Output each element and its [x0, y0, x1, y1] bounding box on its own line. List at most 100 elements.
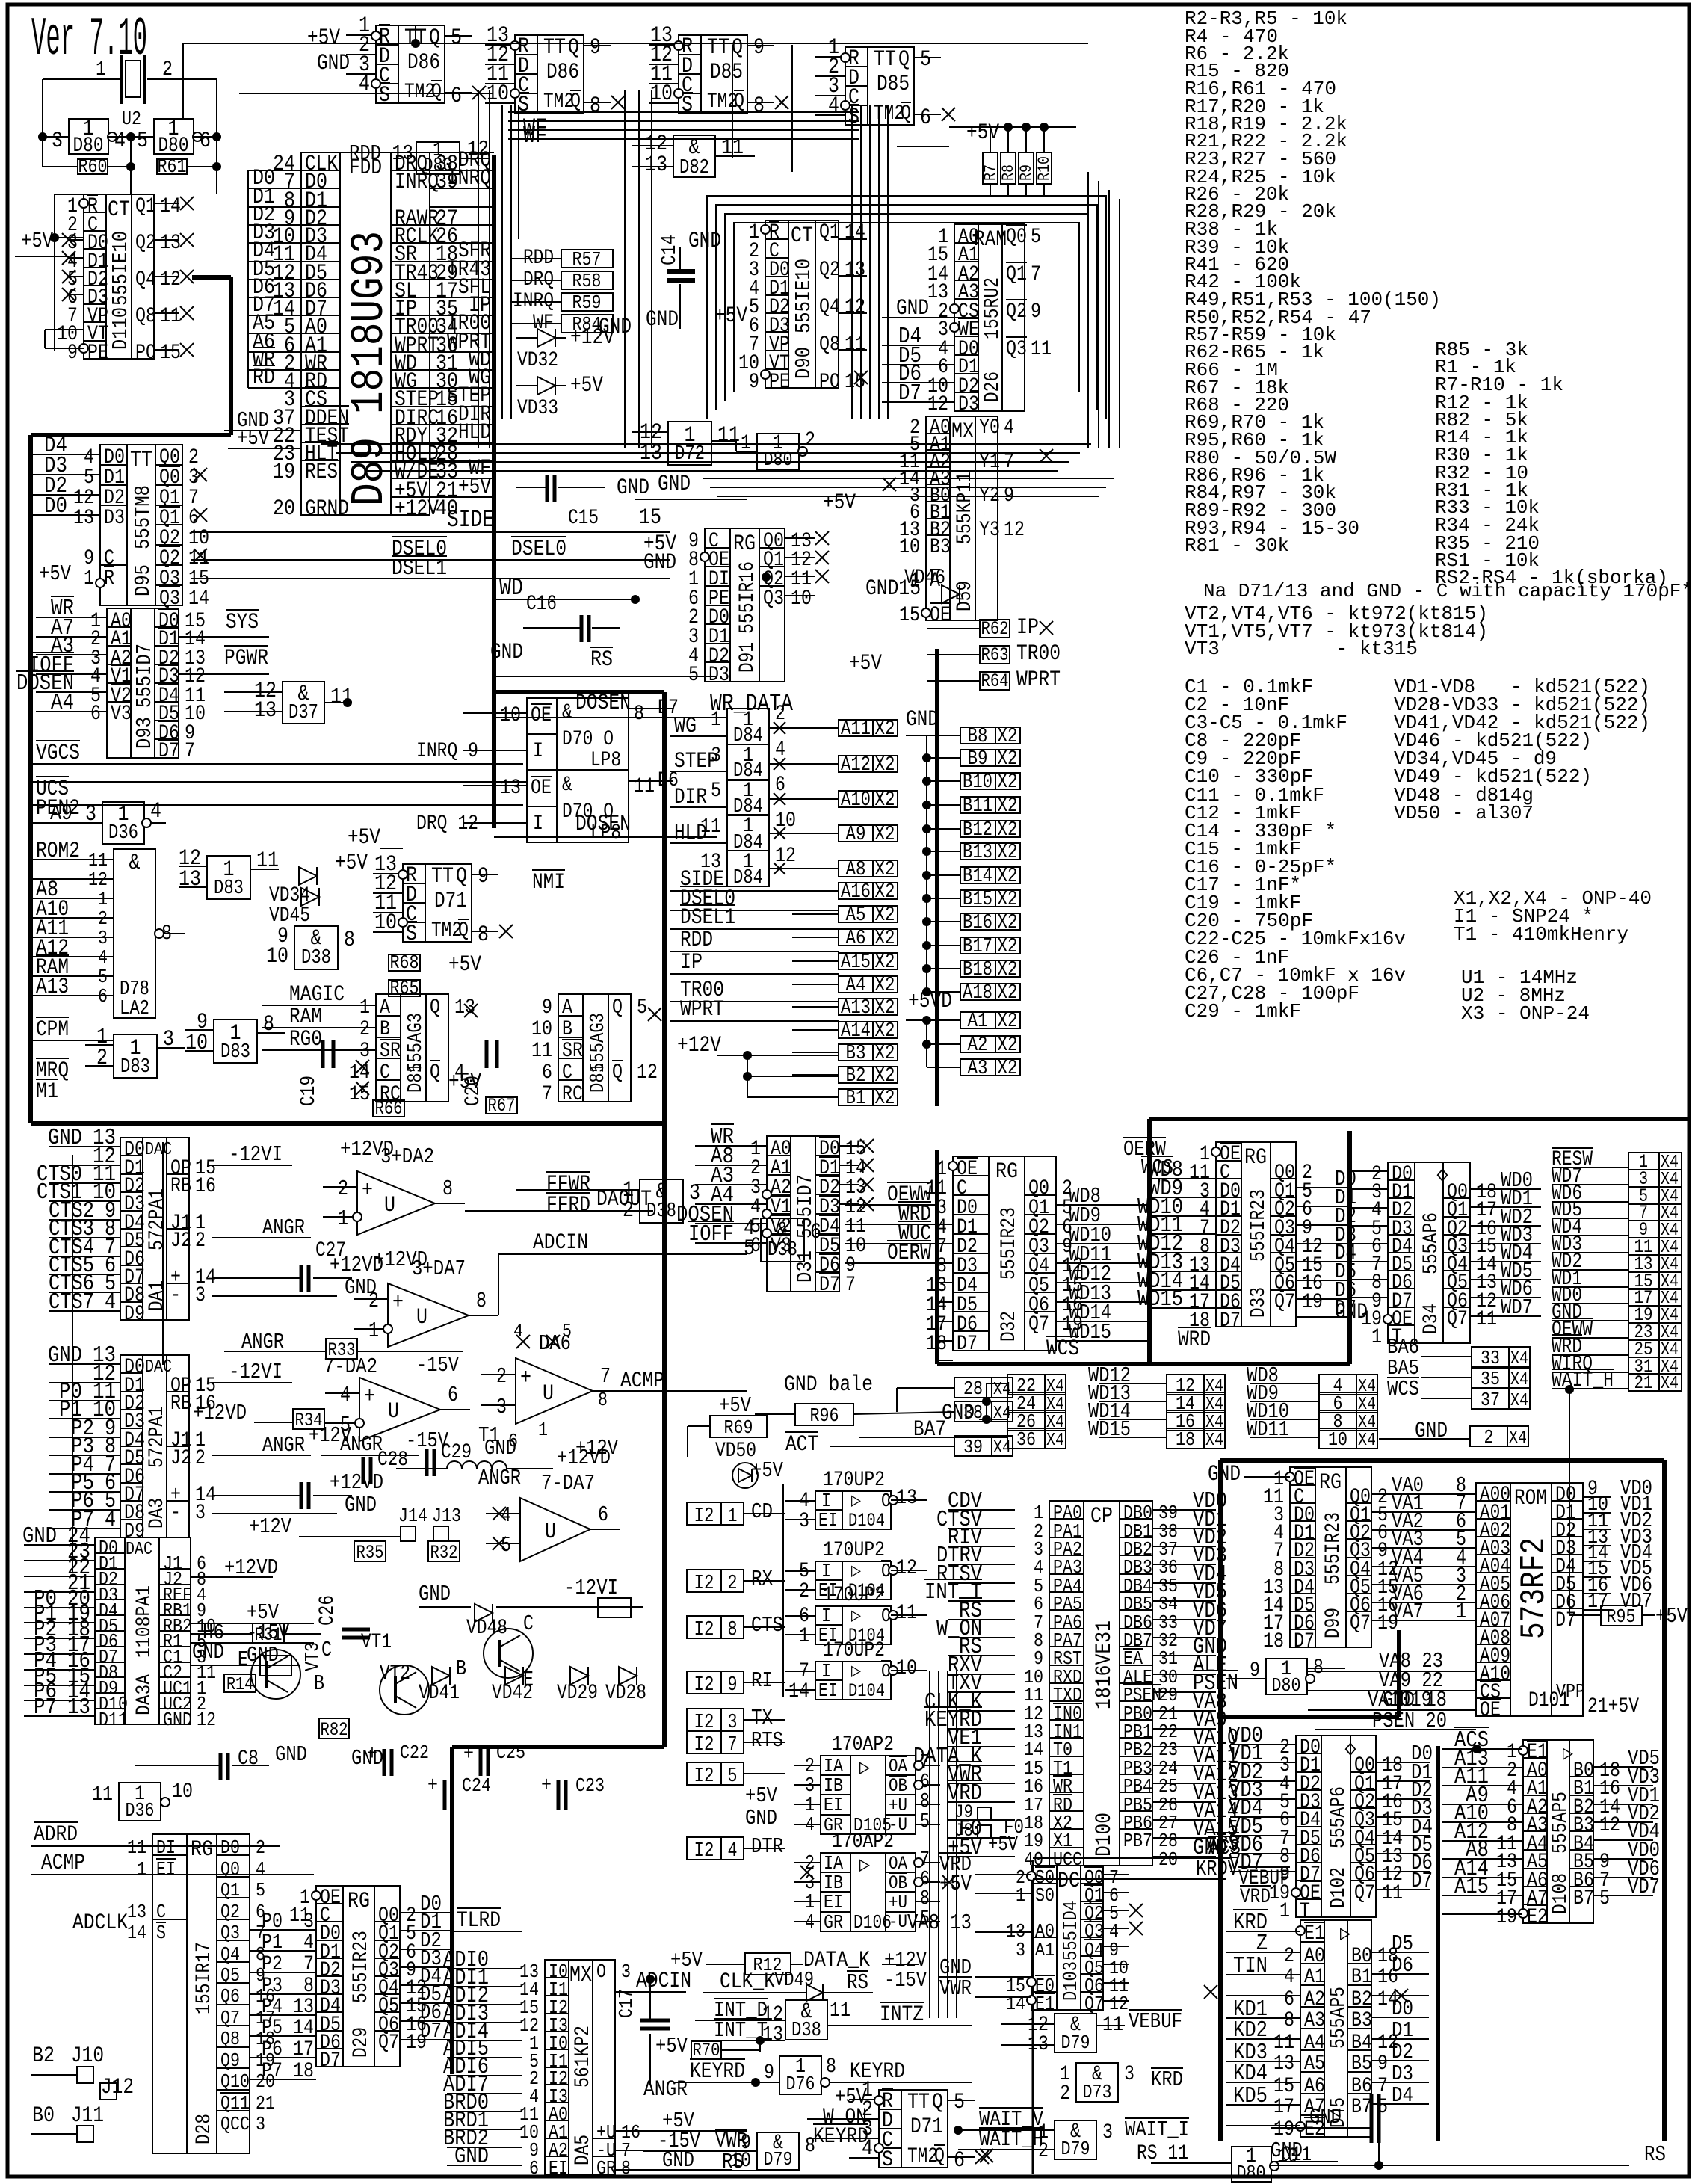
- svg-text:D37: D37: [288, 702, 318, 724]
- svg-text:Q4: Q4: [1274, 1236, 1295, 1259]
- svg-text:RAM: RAM: [36, 955, 69, 981]
- svg-text:R21,R22 - 2.2k: R21,R22 - 2.2k: [1185, 130, 1347, 152]
- svg-text:D1: D1: [305, 188, 327, 214]
- svg-text:11: 11: [185, 685, 206, 708]
- svg-text:A11: A11: [36, 916, 69, 942]
- svg-text:C22-C25 - 10mkFx16v: C22-C25 - 10mkFx16v: [1185, 928, 1406, 950]
- svg-text:5: 5: [920, 47, 931, 73]
- svg-text:VD49 - kd521(522): VD49 - kd521(522): [1394, 765, 1592, 788]
- svg-text:X2: X2: [875, 1088, 895, 1110]
- svg-text:D82: D82: [679, 157, 709, 179]
- svg-text:D6: D6: [253, 275, 275, 300]
- svg-text:3: 3: [256, 2113, 265, 2135]
- svg-text:RS 11: RS 11: [1137, 2142, 1188, 2165]
- svg-text:2: 2: [496, 1364, 507, 1389]
- svg-text:Q5: Q5: [1028, 1274, 1049, 1298]
- svg-text:VT: VT: [769, 352, 790, 375]
- svg-text:GND: GND: [1208, 1462, 1241, 1487]
- svg-text:Y3: Y3: [979, 519, 1000, 542]
- svg-text:D7: D7: [158, 740, 179, 763]
- svg-text:WD14: WD14: [1137, 1268, 1183, 1295]
- svg-text:+U: +U: [889, 1795, 907, 1816]
- svg-text:D5: D5: [898, 343, 921, 369]
- svg-text:+: +: [541, 1774, 552, 1798]
- svg-text:1: 1: [938, 226, 948, 249]
- svg-text:OA: OA: [889, 1756, 907, 1777]
- svg-text:5: 5: [1599, 1887, 1610, 1910]
- svg-text:R59: R59: [572, 291, 602, 314]
- svg-text:X2: X2: [875, 824, 895, 846]
- svg-text:6: 6: [1062, 1216, 1072, 1239]
- svg-text:D4: D4: [957, 1274, 978, 1298]
- svg-text:12: 12: [645, 132, 667, 157]
- svg-text:11: 11: [845, 333, 865, 357]
- svg-text:1: 1: [936, 1158, 947, 1181]
- svg-text:555AG3: 555AG3: [405, 1013, 427, 1073]
- svg-text:Q6: Q6: [1447, 1290, 1468, 1313]
- svg-text:RG: RG: [1244, 1145, 1267, 1170]
- svg-text:A: A: [380, 996, 390, 1019]
- svg-text:B1: B1: [930, 502, 951, 525]
- svg-text:GND: GND: [1335, 1300, 1368, 1325]
- svg-text:U: U: [384, 1193, 395, 1218]
- svg-text:D84: D84: [733, 867, 763, 889]
- svg-text:A1: A1: [771, 1157, 791, 1180]
- svg-text:Q3: Q3: [1028, 1236, 1049, 1259]
- svg-text:H6: H6: [203, 1620, 224, 1645]
- svg-text:VD42: VD42: [492, 1682, 533, 1705]
- svg-text:4: 4: [303, 1931, 314, 1955]
- svg-text:6: 6: [750, 1235, 761, 1258]
- svg-text:I2: I2: [694, 1765, 714, 1788]
- svg-text:P1: P1: [262, 1931, 283, 1955]
- svg-text:R66: R66: [375, 1098, 403, 1120]
- svg-text:ADCIN: ADCIN: [533, 1230, 588, 1256]
- svg-text:R64: R64: [981, 670, 1009, 692]
- svg-text:GND: GND: [275, 1742, 307, 1767]
- svg-text:14: 14: [788, 1680, 809, 1703]
- svg-text:1: 1: [83, 117, 94, 142]
- svg-text:RG: RG: [733, 531, 756, 557]
- svg-text:D80: D80: [1237, 2162, 1266, 2184]
- svg-text:D4: D4: [1392, 1236, 1413, 1259]
- svg-text:R85 - 3k: R85 - 3k: [1435, 339, 1528, 361]
- svg-text:7: 7: [67, 305, 78, 328]
- svg-text:VD50: VD50: [715, 1440, 756, 1463]
- svg-text:ACMP: ACMP: [620, 1369, 664, 1394]
- svg-text:5: 5: [1302, 1180, 1312, 1203]
- svg-text:6: 6: [910, 502, 920, 525]
- svg-text:12: 12: [1599, 1814, 1620, 1837]
- svg-text:13: 13: [762, 2023, 783, 2046]
- svg-text:R16,R61 - 470: R16,R61 - 470: [1185, 78, 1336, 100]
- svg-text:17: 17: [436, 279, 458, 304]
- svg-text:GND: GND: [22, 1523, 57, 1549]
- svg-text:-: -: [170, 1284, 181, 1307]
- svg-text:9: 9: [1031, 300, 1041, 324]
- svg-text:Q: Q: [570, 90, 581, 114]
- svg-text:D79: D79: [764, 2148, 793, 2171]
- svg-text:D6: D6: [1335, 1278, 1356, 1303]
- svg-text:D106: D106: [853, 1911, 892, 1934]
- svg-text:C: C: [562, 1061, 572, 1085]
- svg-text:D28: D28: [193, 2114, 216, 2144]
- svg-text:18: 18: [926, 1333, 947, 1356]
- svg-text:1: 1: [688, 568, 699, 591]
- svg-text:WD11: WD11: [1247, 1417, 1289, 1442]
- svg-text:X4: X4: [1046, 1431, 1064, 1451]
- svg-text:3: 3: [689, 1181, 700, 1206]
- svg-text:7: 7: [185, 740, 195, 763]
- svg-text:R81 - 30k: R81 - 30k: [1185, 534, 1289, 557]
- svg-text:A9: A9: [846, 824, 866, 846]
- svg-text:R95,R60 - 1k: R95,R60 - 1k: [1185, 429, 1324, 451]
- svg-text:P0: P0: [262, 1910, 283, 1934]
- svg-text:1: 1: [538, 1419, 548, 1441]
- svg-text:13: 13: [185, 647, 206, 670]
- svg-text:+12VD: +12VD: [374, 1247, 427, 1272]
- svg-text:11: 11: [830, 1999, 850, 2023]
- svg-text:D7: D7: [1335, 1296, 1356, 1321]
- svg-text:B0: B0: [32, 2103, 55, 2129]
- svg-text:DSEL0: DSEL0: [680, 886, 735, 912]
- svg-text:J14: J14: [398, 1505, 427, 1527]
- svg-text:S: S: [848, 105, 859, 130]
- svg-text:Q3: Q3: [159, 587, 180, 611]
- svg-text:4: 4: [750, 1196, 761, 1219]
